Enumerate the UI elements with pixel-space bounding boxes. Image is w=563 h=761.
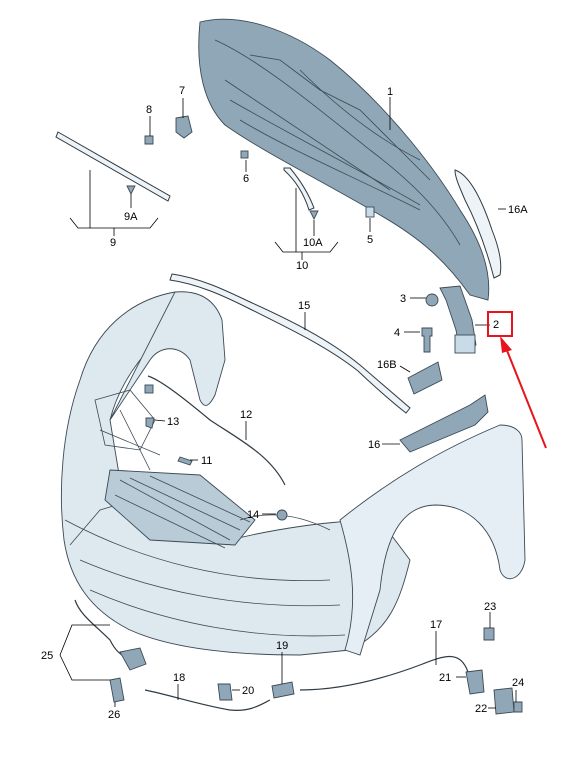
clip-9a bbox=[126, 185, 136, 196]
leader-lines bbox=[59, 97, 517, 709]
highlight-arrow bbox=[500, 336, 547, 449]
buffer-6 bbox=[240, 150, 249, 159]
callout-12: 12 bbox=[240, 409, 252, 421]
bracket-26 bbox=[109, 677, 125, 703]
clip-7 bbox=[175, 115, 193, 139]
handle-19 bbox=[271, 681, 295, 699]
callout-15: 15 bbox=[298, 300, 310, 312]
callout-14: 14 bbox=[247, 509, 259, 521]
callout-2: 2 bbox=[493, 319, 499, 331]
release-cable-18 bbox=[144, 689, 271, 711]
car-body bbox=[60, 291, 526, 656]
callout-7: 7 bbox=[179, 85, 185, 97]
lock-25 bbox=[119, 647, 147, 671]
hinge bbox=[439, 285, 477, 354]
callout-9a: 9A bbox=[124, 211, 138, 223]
callout-6: 6 bbox=[243, 173, 249, 185]
callout-8: 8 bbox=[146, 104, 152, 116]
callout-22: 22 bbox=[475, 703, 487, 715]
callout-23: 23 bbox=[484, 601, 496, 613]
bolt-4 bbox=[421, 327, 433, 353]
callout-11: 11 bbox=[201, 455, 212, 467]
callout-4: 4 bbox=[394, 327, 400, 339]
clip-11 bbox=[177, 456, 193, 466]
callout-17: 17 bbox=[430, 619, 442, 631]
seal-strip-9 bbox=[55, 131, 171, 202]
bolt-23 bbox=[483, 627, 495, 641]
latch-21 bbox=[465, 669, 485, 695]
release-cable-17 bbox=[299, 655, 469, 691]
callout-24: 24 bbox=[512, 677, 524, 689]
callout-25: 25 bbox=[41, 650, 53, 662]
clip-13 bbox=[145, 417, 155, 429]
callout-10: 10 bbox=[296, 260, 308, 272]
callout-5: 5 bbox=[367, 234, 373, 246]
seal-strip-16a bbox=[454, 169, 502, 279]
release-cable-12 bbox=[147, 375, 286, 486]
callout-3: 3 bbox=[400, 293, 406, 305]
nut-3 bbox=[425, 293, 439, 307]
callout-1: 1 bbox=[387, 86, 393, 98]
callout-16b: 16B bbox=[377, 359, 397, 371]
callout-18: 18 bbox=[173, 672, 185, 684]
bracket-16 bbox=[399, 394, 489, 453]
callout-16a: 16A bbox=[508, 204, 528, 216]
clip-24 bbox=[513, 701, 523, 713]
callout-26: 26 bbox=[108, 709, 120, 721]
bracket-16b bbox=[407, 361, 443, 395]
buffer-5 bbox=[365, 206, 375, 218]
callout-19: 19 bbox=[276, 640, 288, 652]
callout-10a: 10A bbox=[303, 237, 323, 249]
clip-20 bbox=[217, 683, 233, 701]
clip-10a bbox=[309, 210, 319, 221]
callout-16: 16 bbox=[368, 439, 380, 451]
hood bbox=[198, 18, 490, 301]
hood-stay-rod bbox=[169, 273, 411, 414]
callout-9: 9 bbox=[110, 237, 116, 249]
callout-labels: 1 2 3 4 5 6 7 8 9 9A 10 10A 11 12 13 14 … bbox=[41, 85, 528, 721]
latch-22 bbox=[493, 687, 515, 715]
seal-strip-10 bbox=[283, 167, 315, 211]
callout-13: 13 bbox=[167, 416, 179, 428]
highlight-box bbox=[487, 311, 513, 337]
bolt-8 bbox=[144, 135, 154, 145]
callout-21: 21 bbox=[439, 672, 451, 684]
callout-20: 20 bbox=[242, 685, 254, 697]
grommet-14 bbox=[276, 509, 288, 521]
